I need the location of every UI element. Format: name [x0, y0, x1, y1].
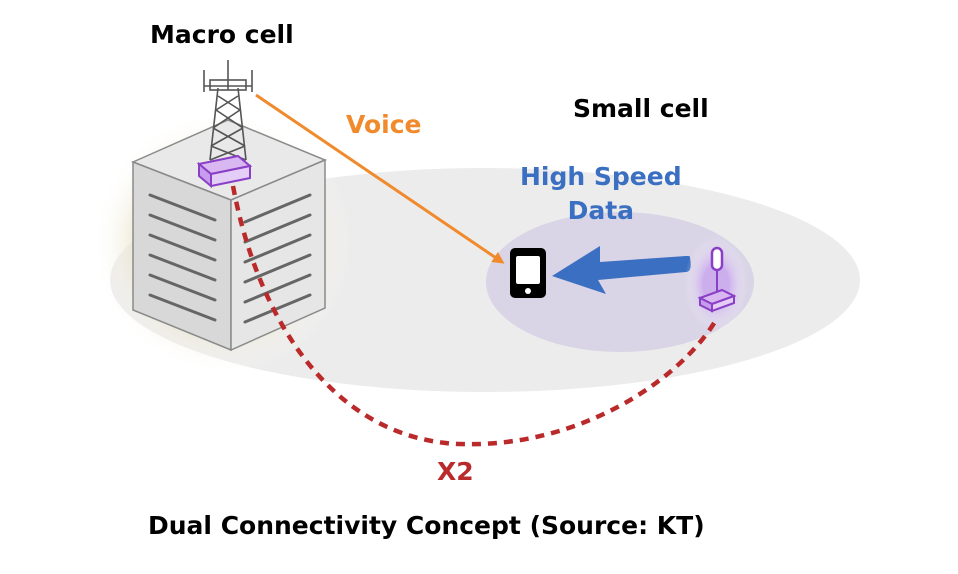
high-speed-data-label-line2: Data [567, 196, 635, 225]
macro-tower-icon [203, 60, 253, 161]
voice-label: Voice [346, 110, 422, 139]
office-building-icon [131, 119, 327, 352]
small-cell-area [486, 212, 754, 352]
voice-link-arrow [255, 93, 505, 264]
macro-cell-label: Macro cell [150, 20, 294, 49]
macro-base-station-icon [196, 154, 253, 189]
smartphone-icon [510, 248, 546, 298]
small-cell-antenna-icon [697, 246, 737, 313]
high-speed-data-label: High Speed Data [520, 160, 682, 228]
x2-label: X2 [437, 457, 474, 486]
high-speed-data-label-line1: High Speed [520, 162, 682, 191]
figure-caption: Dual Connectivity Concept (Source: KT) [148, 511, 705, 540]
x2-interface-link [230, 185, 718, 447]
small-cell-label: Small cell [573, 94, 709, 123]
high-speed-data-arrow [552, 246, 691, 294]
